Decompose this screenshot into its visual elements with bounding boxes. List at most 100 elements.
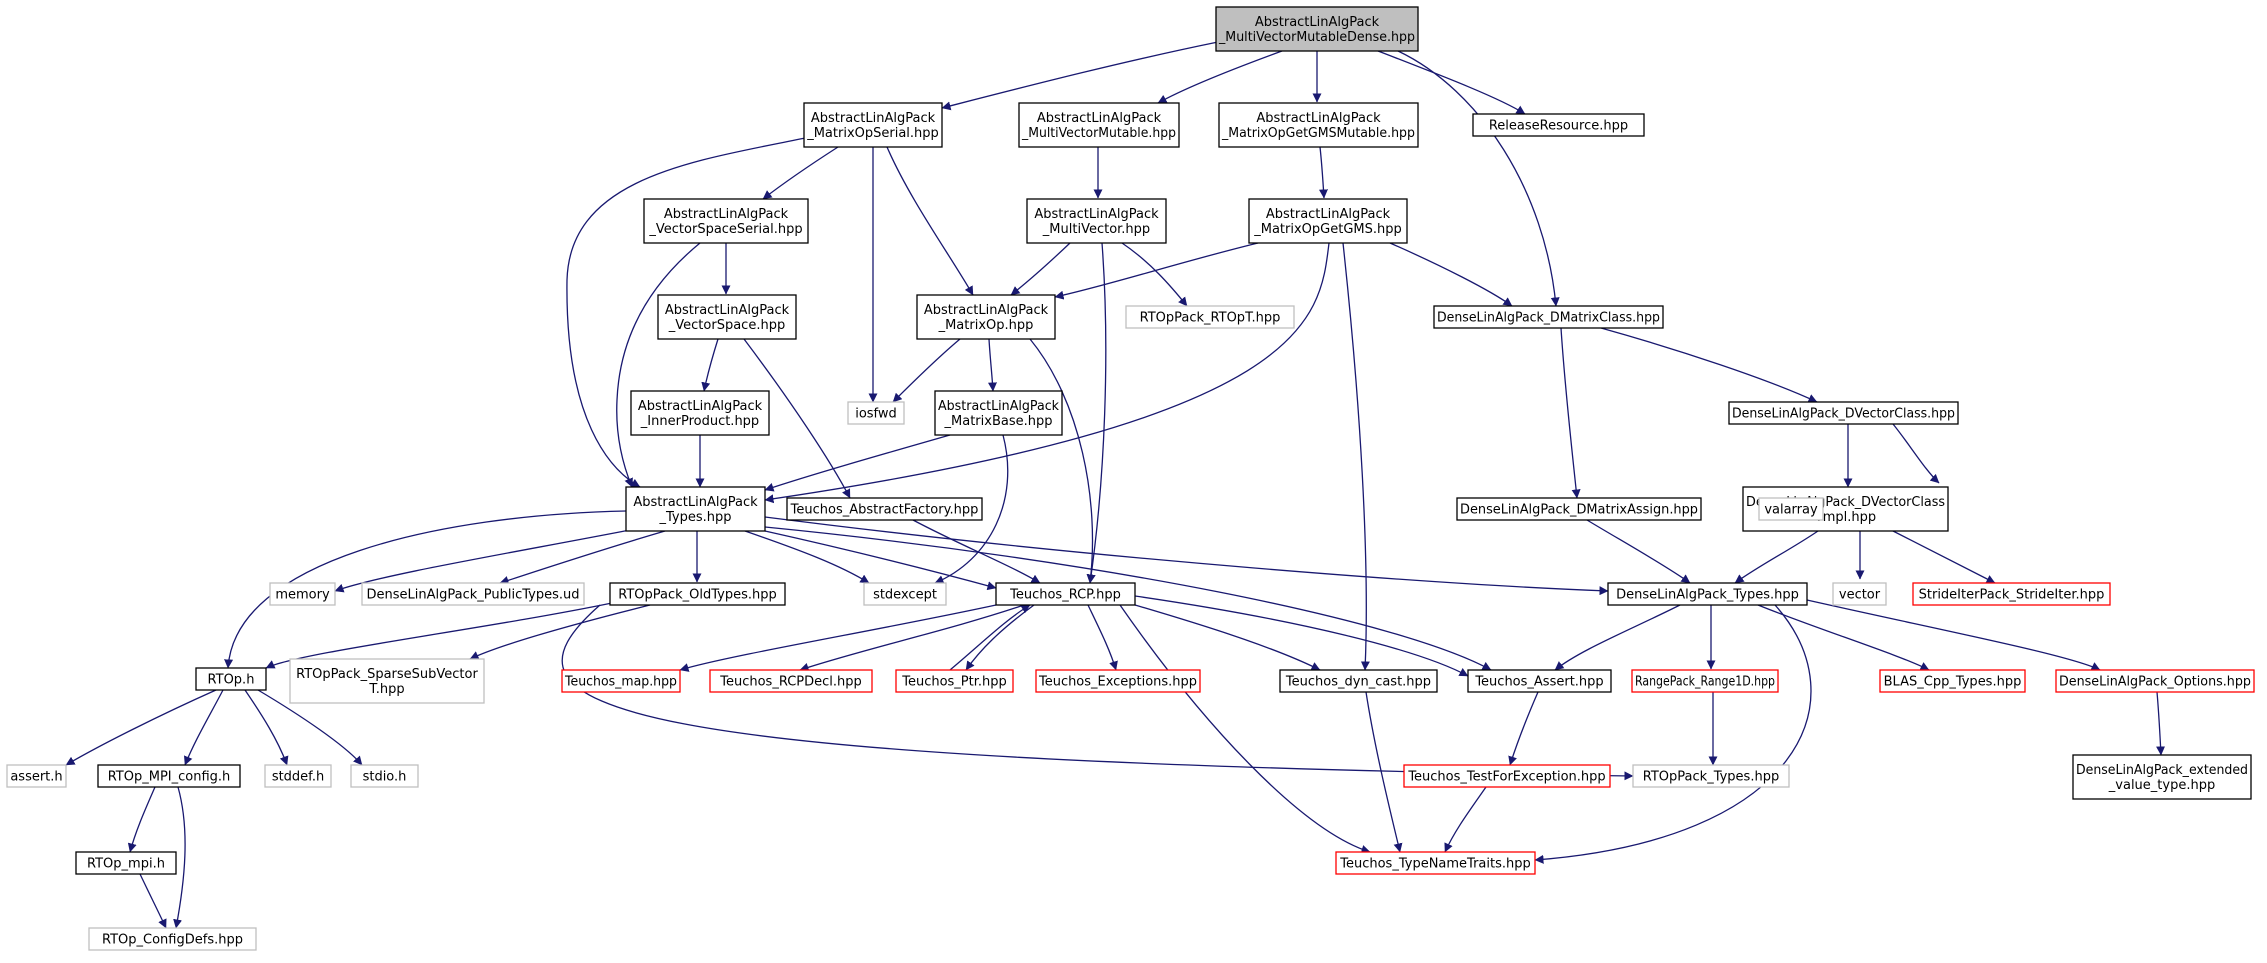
- node-testForException[interactable]: Teuchos_TestForException.hpp: [1403, 764, 1611, 788]
- node-box: [630, 390, 770, 436]
- node-ptr[interactable]: Teuchos_Ptr.hpp: [895, 669, 1014, 693]
- node-vectorSpace[interactable]: AbstractLinAlgPack_VectorSpace.hpp: [657, 294, 797, 340]
- node-label: BLAS_Cpp_Types.hpp: [1884, 675, 2022, 690]
- node-matrixBase[interactable]: AbstractLinAlgPack_MatrixBase.hpp: [934, 390, 1063, 436]
- node-rcp[interactable]: Teuchos_RCP.hpp: [995, 582, 1136, 606]
- node-strideIter[interactable]: StrideIterPack_StrideIter.hpp: [1912, 582, 2111, 606]
- node-label: _MatrixOpGetGMS.hpp: [1253, 222, 1402, 237]
- node-extendedValueType[interactable]: DenseLinAlgPack_extended_value_type.hpp: [2072, 754, 2252, 800]
- node-assert[interactable]: Teuchos_Assert.hpp: [1467, 669, 1612, 693]
- node-label: AbstractLinAlgPack: [638, 399, 763, 414]
- edge-rcp-to-typeNameTraits: [1119, 604, 1371, 854]
- node-range1D[interactable]: RangePack_Range1D.hpp: [1631, 669, 1779, 693]
- node-box: [625, 486, 766, 532]
- edge-matrixOpSerial-to-vectorSpaceSerial: [762, 146, 839, 200]
- node-exceptions[interactable]: Teuchos_Exceptions.hpp: [1035, 669, 1201, 693]
- node-box: [1035, 669, 1201, 693]
- node-matrixOpGetGMSMutable[interactable]: AbstractLinAlgPack_MatrixOpGetGMSMutable…: [1218, 102, 1419, 148]
- node-label: _value_type.hpp: [2108, 778, 2215, 793]
- node-innerProduct[interactable]: AbstractLinAlgPack_InnerProduct.hpp: [630, 390, 770, 436]
- node-multiVectorMutable[interactable]: AbstractLinAlgPack_MultiVectorMutable.hp…: [1018, 102, 1180, 148]
- node-memory[interactable]: memory: [269, 582, 336, 606]
- node-box: [1335, 851, 1536, 875]
- node-dVectorClass[interactable]: DenseLinAlgPack_DVectorClass.hpp: [1728, 401, 1959, 425]
- node-valarray[interactable]: valarray: [1758, 497, 1824, 521]
- node-box: [916, 294, 1056, 340]
- node-label: AbstractLinAlgPack: [633, 495, 758, 510]
- edge-dlaOptions-to-extendedValueType: [2156, 691, 2166, 756]
- node-tmap[interactable]: Teuchos_map.hpp: [561, 669, 681, 693]
- node-oldTypes[interactable]: RTOpPack_OldTypes.hpp: [609, 582, 786, 606]
- edge-oldTypes-to-rtopTypes: [561, 604, 1634, 781]
- node-box: [1018, 102, 1180, 148]
- node-label: DenseLinAlgPack_Options.hpp: [2059, 675, 2251, 690]
- edge-dlaTypes-to-dlaOptions: [1806, 599, 2101, 671]
- node-dynCast[interactable]: Teuchos_dyn_cast.hpp: [1279, 669, 1438, 693]
- node-box: [1631, 669, 1779, 693]
- node-box: [847, 401, 905, 425]
- node-matrixOp[interactable]: AbstractLinAlgPack_MatrixOp.hpp: [916, 294, 1056, 340]
- edge-multiVector-to-rtopT: [1121, 242, 1188, 307]
- node-box: [1248, 198, 1408, 244]
- node-box: [657, 294, 797, 340]
- node-label: DenseLinAlgPack_extended: [2076, 763, 2248, 778]
- node-mpiConfig[interactable]: RTOp_MPI_config.h: [97, 764, 241, 788]
- node-configDefs[interactable]: RTOp_ConfigDefs.hpp: [88, 927, 257, 951]
- node-rtopMpi[interactable]: RTOp_mpi.h: [75, 851, 177, 875]
- node-box: [934, 390, 1063, 436]
- edge-rtopMpi-to-configDefs: [139, 873, 167, 929]
- edge-dlaTypes-to-blasTypes: [1757, 604, 1930, 671]
- edge-assert-to-testForException: [1508, 691, 1539, 766]
- edge-mpiConfig-to-configDefs: [173, 786, 186, 929]
- node-ablTypes[interactable]: AbstractLinAlgPack_Types.hpp: [625, 486, 766, 532]
- node-label: ReleaseResource.hpp: [1489, 119, 1628, 134]
- edge-root-to-matrixOpSerial: [941, 41, 1219, 111]
- node-matrixOpSerial[interactable]: AbstractLinAlgPack_MatrixOpSerial.hpp: [803, 102, 943, 148]
- node-blasTypes[interactable]: BLAS_Cpp_Types.hpp: [1879, 669, 2026, 693]
- node-label: RTOpPack_OldTypes.hpp: [618, 588, 777, 603]
- edge-oldTypes-to-rtoph: [265, 602, 613, 669]
- node-label: assert.h: [10, 770, 62, 785]
- node-rcpDecl[interactable]: Teuchos_RCPDecl.hpp: [709, 669, 873, 693]
- node-stddef[interactable]: stddef.h: [264, 764, 332, 788]
- node-dlaOptions[interactable]: DenseLinAlgPack_Options.hpp: [2055, 669, 2255, 693]
- node-box: [97, 764, 241, 788]
- node-typeNameTraits[interactable]: Teuchos_TypeNameTraits.hpp: [1335, 851, 1536, 875]
- node-box: [1026, 198, 1167, 244]
- node-vectorSpaceSerial[interactable]: AbstractLinAlgPack_VectorSpaceSerial.hpp: [643, 198, 809, 244]
- node-label: Teuchos_AbstractFactory.hpp: [790, 503, 979, 518]
- node-stdio[interactable]: stdio.h: [350, 764, 419, 788]
- node-dMatrixAssign[interactable]: DenseLinAlgPack_DMatrixAssign.hpp: [1456, 497, 1702, 521]
- node-rtopT[interactable]: RTOpPack_RTOpT.hpp: [1125, 305, 1295, 329]
- node-multiVector[interactable]: AbstractLinAlgPack_MultiVector.hpp: [1026, 198, 1167, 244]
- node-box: [1215, 6, 1419, 52]
- node-asserth[interactable]: assert.h: [6, 764, 67, 788]
- edge-ablTypes-to-memory: [334, 529, 631, 593]
- node-box: [1456, 497, 1702, 521]
- node-iosfwd[interactable]: iosfwd: [847, 401, 905, 425]
- node-vector[interactable]: vector: [1832, 582, 1887, 606]
- edge-matrixOpGetGMS-to-matrixOp: [1054, 242, 1259, 300]
- node-box: [786, 497, 983, 521]
- node-label: stdexcept: [873, 588, 937, 603]
- edge-dVectorClassTmpl-to-strideIter: [1892, 530, 1996, 584]
- node-box: [2055, 669, 2255, 693]
- node-stdexcept[interactable]: stdexcept: [863, 582, 947, 606]
- node-publicTypes[interactable]: DenseLinAlgPack_PublicTypes.ud: [361, 582, 585, 606]
- node-dMatrixClass[interactable]: DenseLinAlgPack_DMatrixClass.hpp: [1433, 305, 1664, 329]
- node-abstractFactory[interactable]: Teuchos_AbstractFactory.hpp: [786, 497, 983, 521]
- node-releaseResource[interactable]: ReleaseResource.hpp: [1472, 113, 1645, 137]
- edge-dVectorClass-to-valarray: [1892, 423, 1940, 484]
- node-dlaTypes[interactable]: DenseLinAlgPack_Types.hpp: [1607, 582, 1808, 606]
- edge-dVectorClassTmpl-to-dlaTypes: [1734, 530, 1819, 584]
- node-label: iosfwd: [855, 407, 897, 422]
- node-rtopTypes[interactable]: RTOpPack_Types.hpp: [1632, 764, 1790, 788]
- node-box: [350, 764, 419, 788]
- edge-rcp-to-ptr: [965, 604, 1035, 671]
- node-box: [1832, 582, 1887, 606]
- node-rtoph[interactable]: RTOp.h: [195, 667, 267, 691]
- node-matrixOpGetGMS[interactable]: AbstractLinAlgPack_MatrixOpGetGMS.hpp: [1248, 198, 1408, 244]
- nodes-layer: AbstractLinAlgPack_MultiVectorMutableDen…: [6, 6, 2255, 951]
- node-label: RTOp_mpi.h: [87, 857, 165, 872]
